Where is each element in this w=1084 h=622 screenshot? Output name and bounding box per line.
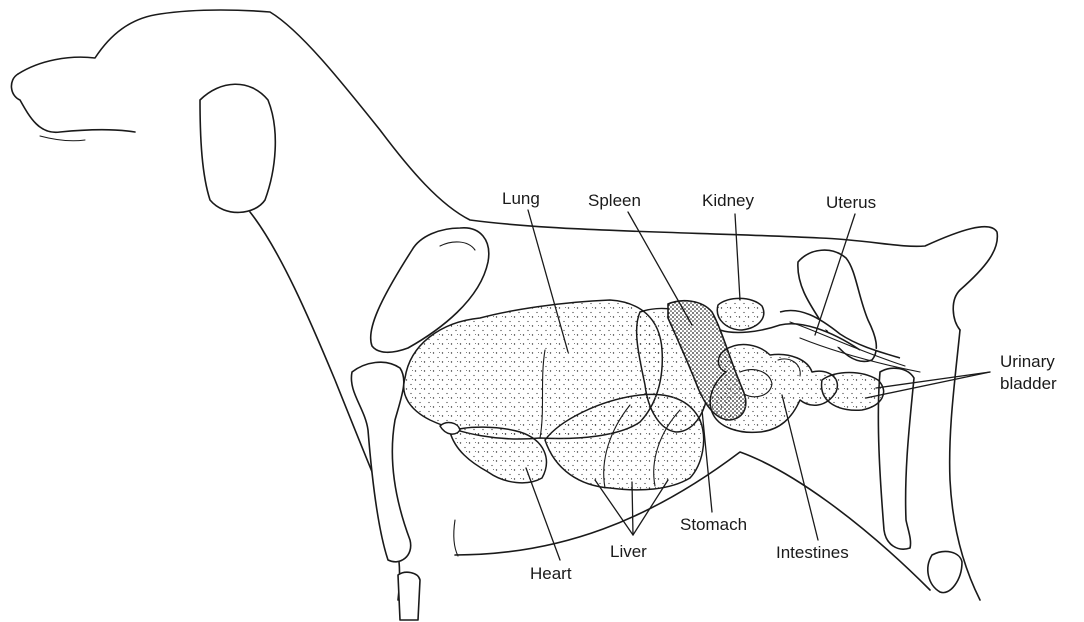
liver-label: Liver	[610, 542, 647, 561]
mouth-line	[40, 136, 85, 141]
kidney-label: Kidney	[702, 191, 754, 210]
urinary-bladder-organ	[822, 373, 884, 411]
stomach-leader	[702, 410, 712, 512]
abdomen-outline	[454, 520, 458, 556]
urinary-bladder-label-line2: bladder	[1000, 374, 1057, 393]
stomach-label: Stomach	[680, 515, 747, 534]
heart-label: Heart	[530, 564, 572, 583]
humerus-bone	[351, 362, 410, 562]
snout-outline	[11, 74, 135, 132]
spleen-label: Spleen	[588, 191, 641, 210]
kidney-leader	[735, 214, 740, 300]
ear-outline	[200, 84, 275, 212]
lung-label: Lung	[502, 189, 540, 208]
heart-vessels	[440, 423, 460, 435]
urinary-bladder-label-line1: Urinary	[1000, 352, 1055, 371]
intestines-leader	[782, 395, 818, 540]
uterus-label: Uterus	[826, 193, 876, 212]
kidney-organ	[717, 298, 763, 330]
hind-foot-bones	[928, 551, 962, 592]
intestines-label: Intestines	[776, 543, 849, 562]
intestines-organ	[710, 345, 837, 433]
forearm-bones	[398, 572, 420, 620]
